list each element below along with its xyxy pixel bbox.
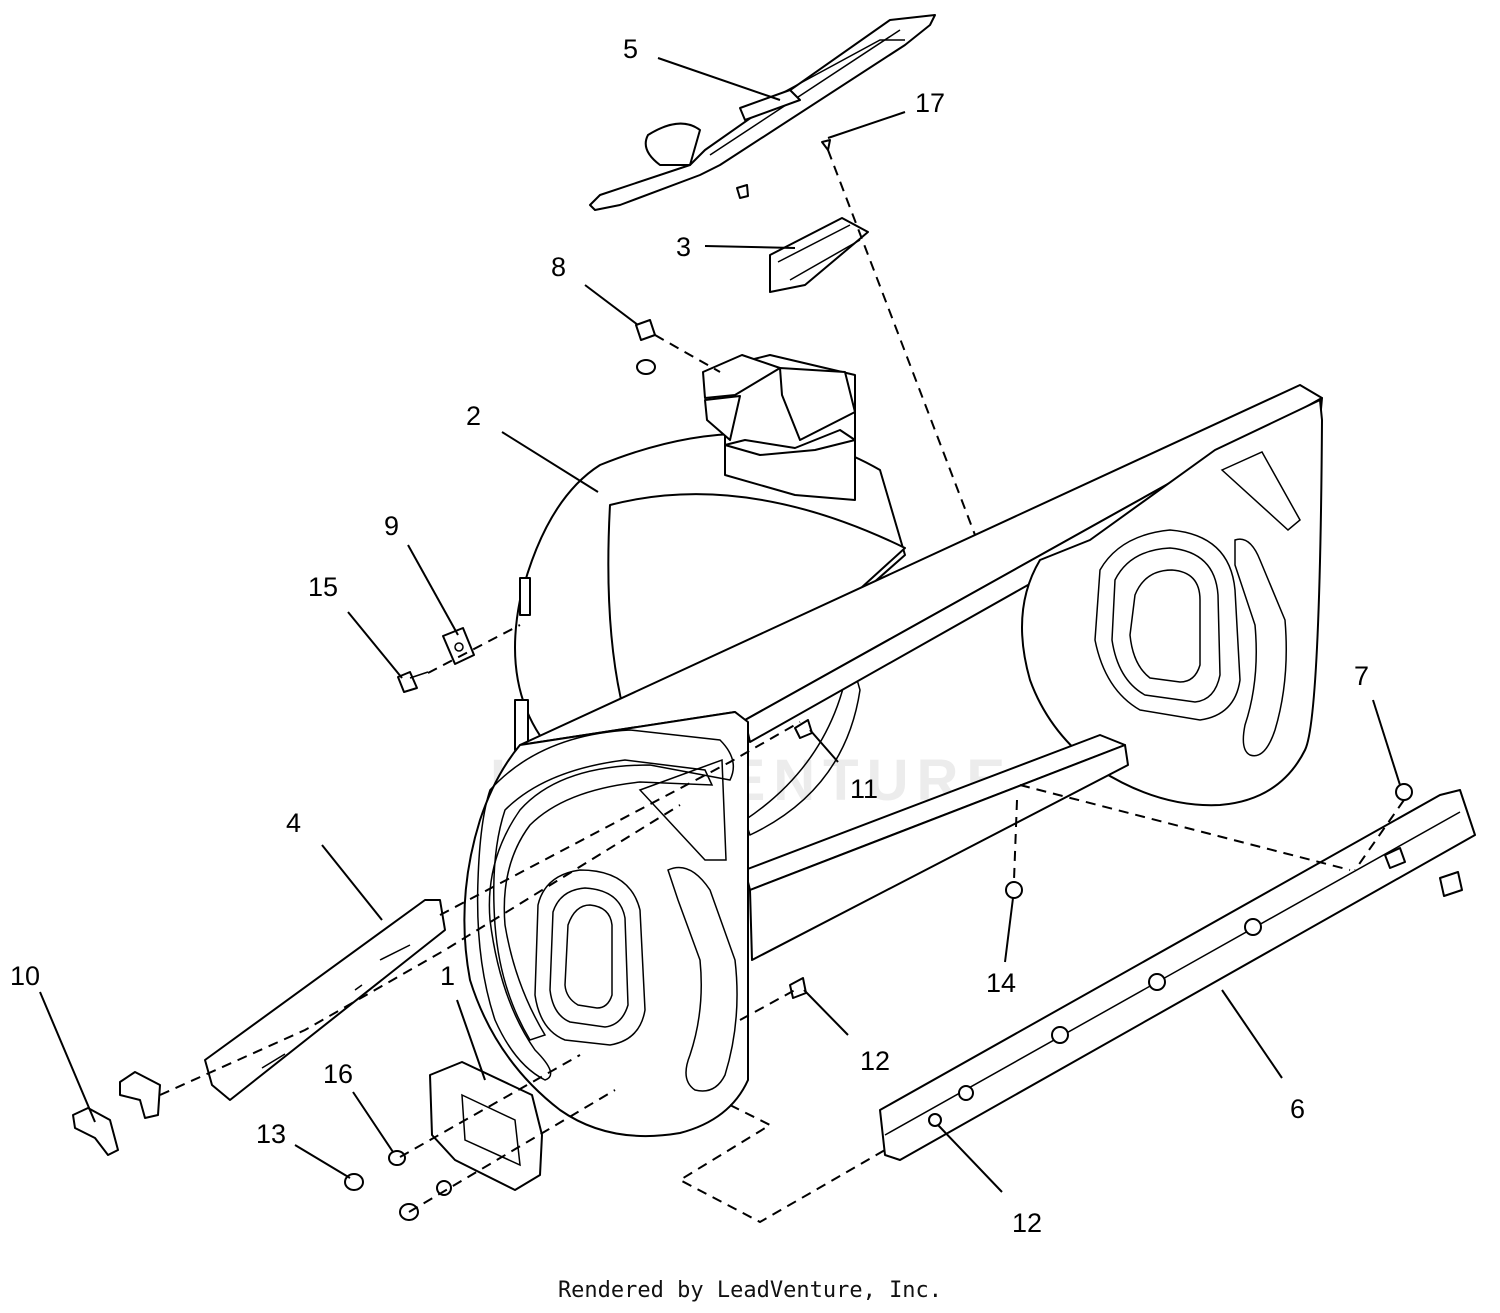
part-9-clip bbox=[442, 627, 475, 665]
chute-opening bbox=[702, 354, 856, 501]
callout-4: 4 bbox=[286, 808, 301, 838]
part-8-bushings bbox=[635, 319, 656, 375]
part-4-shoe-plate bbox=[204, 899, 446, 1101]
callout-13: 13 bbox=[256, 1119, 286, 1149]
callouts: 5 17 3 8 2 9 15 7 11 4 14 10 1 12 16 6 1… bbox=[10, 34, 1369, 1238]
part-15-bolt bbox=[397, 671, 429, 693]
part-7-carriage-bolt bbox=[1395, 783, 1413, 801]
callout-2: 2 bbox=[466, 401, 481, 431]
callout-15: 15 bbox=[308, 572, 338, 602]
callout-12-lower: 12 bbox=[1012, 1208, 1042, 1238]
callout-9: 9 bbox=[384, 511, 399, 541]
assembly-lines bbox=[159, 149, 1405, 1224]
housing-frame bbox=[463, 384, 1323, 1138]
part-3-chute-bracket bbox=[769, 217, 869, 293]
callout-6: 6 bbox=[1290, 1094, 1305, 1124]
part-11-bolt bbox=[794, 719, 813, 739]
part-10-wing-nuts bbox=[72, 1071, 161, 1156]
part-5-chute-crank bbox=[589, 14, 936, 211]
callout-7: 7 bbox=[1354, 661, 1369, 691]
callout-10: 10 bbox=[10, 961, 40, 991]
callout-5: 5 bbox=[623, 34, 638, 64]
part-6-scraper-bar bbox=[879, 789, 1476, 1161]
part-14-nut bbox=[1005, 881, 1023, 899]
part-12-bolts bbox=[789, 977, 942, 1127]
callout-3: 3 bbox=[676, 232, 691, 262]
callout-1: 1 bbox=[440, 961, 455, 991]
callout-16: 16 bbox=[323, 1059, 353, 1089]
callout-8: 8 bbox=[551, 252, 566, 282]
leader-lines bbox=[39, 57, 1401, 1193]
callout-11: 11 bbox=[850, 774, 878, 804]
render-credit: Rendered by LeadVenture, Inc. bbox=[557, 1278, 943, 1303]
part-17-pin bbox=[821, 139, 831, 151]
part-13-16-fasteners bbox=[344, 1150, 452, 1221]
callout-14: 14 bbox=[986, 968, 1016, 998]
part-1-skid-shoe bbox=[429, 1061, 543, 1191]
callout-17: 17 bbox=[915, 88, 945, 118]
callout-12-upper: 12 bbox=[860, 1046, 890, 1076]
